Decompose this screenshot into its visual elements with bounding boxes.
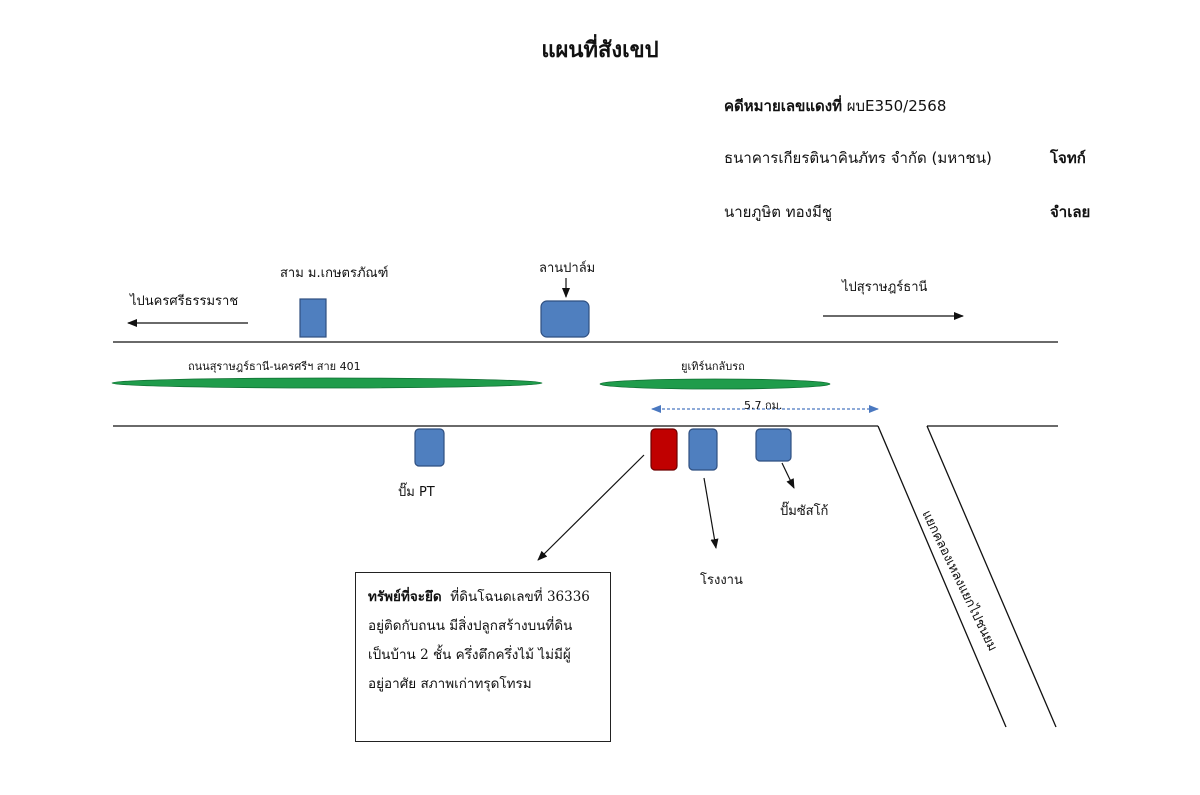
pump-susco-label: ปั๊มซัสโก้ (780, 504, 829, 519)
u-turn-label: ยูเทิร์นกลับรถ (681, 360, 745, 373)
property-deed: ที่ดินโฉนดเลขที่ 36336 (450, 589, 590, 605)
defendant-name: นายภูษิต ทองมีชู (724, 203, 833, 221)
pump-susco-marker (755, 428, 792, 462)
case-number-value: ผบE350/2568 (846, 97, 947, 115)
map-title: แผนที่สังเขป (541, 38, 659, 63)
pump-pt-marker (414, 428, 445, 467)
main-road-label: ถนนสุราษฎร์ธานี-นครศรีฯ สาย 401 (188, 360, 361, 373)
direction-west-label: ไปนครศรีธรรมราช (130, 294, 239, 309)
property-heading: ทรัพย์ที่จะยึด (368, 589, 442, 605)
side-road-right-edge (926, 425, 1057, 728)
property-info-box: ทรัพย์ที่จะยึด ที่ดินโฉนดเลขที่ 36336 อย… (355, 572, 611, 742)
property-line-1: ทรัพย์ที่จะยึด ที่ดินโฉนดเลขที่ 36336 (368, 583, 598, 612)
property-marker (650, 428, 678, 471)
property-pointer (537, 454, 645, 561)
factory-marker (688, 428, 718, 471)
plaintiff-name: ธนาคารเกียรตินาคินภัทร จำกัด (มหาชน) (724, 149, 992, 167)
property-line-4: อยู่อาศัย สภาพเก่าทรุดโทรม (368, 676, 532, 692)
direction-east-label: ไปสุราษฎร์ธานี (842, 280, 928, 295)
case-number-line: คดีหมายเลขแดงที่ ผบE350/2568 (724, 94, 946, 118)
intersection-label: สาม ม.เกษตรภัณฑ์ (280, 266, 389, 281)
defendant-role: จำเลย (1050, 203, 1091, 221)
pump-susco-pointer (781, 462, 795, 489)
distance-label: 5.7 กม. (744, 399, 783, 412)
property-line-3: เป็นบ้าน 2 ชั้น ครึ่งตึกครึ่งไม้ ไม่มีผู… (368, 647, 571, 663)
pump-pt-label: ปั๊ม PT (398, 485, 435, 500)
intersection-marker (299, 298, 327, 338)
median-left (111, 377, 543, 389)
property-line-2: อยู่ติดกับถนน มีสิ่งปลูกสร้างบนที่ดิน (368, 618, 573, 634)
factory-label: โรงงาน (700, 573, 743, 588)
plaintiff-role: โจทก์ (1050, 149, 1086, 167)
median-right (599, 378, 831, 390)
palm-yard-label: ลานปาล์ม (539, 261, 596, 276)
side-road-left-edge (877, 425, 1007, 728)
factory-pointer (703, 477, 719, 549)
palm-yard-marker (540, 300, 590, 338)
case-number-label: คดีหมายเลขแดงที่ (724, 97, 842, 115)
